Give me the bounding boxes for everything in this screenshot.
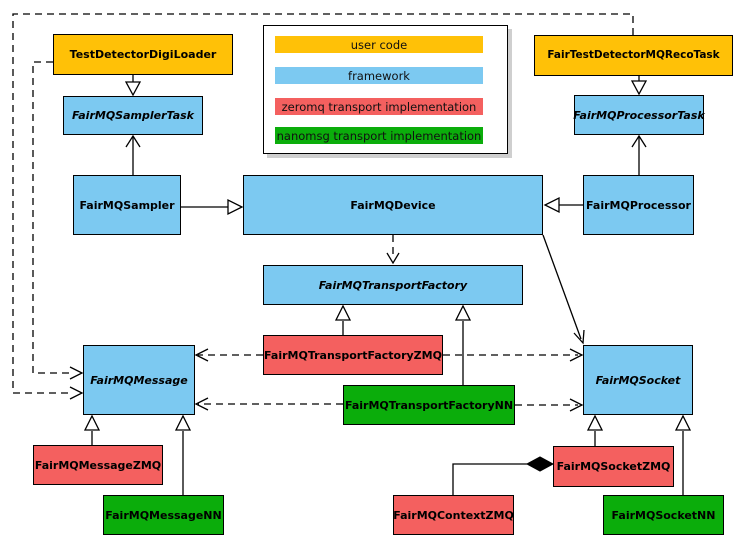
node-fair-test-detector-mq-reco-task: FairTestDetectorMQRecoTask: [534, 35, 733, 76]
triangle-down-icon: [124, 81, 142, 97]
node-fairmq-message-nn: FairMQMessageNN: [103, 495, 224, 535]
open-arrow-left-icon: [194, 348, 209, 362]
legend-item-user-code: user code: [275, 36, 483, 53]
triangle-down-icon: [630, 80, 648, 96]
composition-diamond-icon: [525, 456, 555, 472]
triangle-right-icon: [227, 198, 244, 216]
node-fairmq-transport-factory-zmq: FairMQTransportFactoryZMQ: [263, 335, 443, 375]
open-arrow-up-icon: [631, 134, 647, 148]
node-fairmq-socket: FairMQSocket: [583, 345, 693, 415]
node-fairmq-processor: FairMQProcessor: [583, 175, 694, 235]
open-arrow-right-icon: [569, 348, 584, 362]
legend-label: framework: [348, 68, 410, 83]
node-fairmq-transport-factory-nn: FairMQTransportFactoryNN: [343, 385, 515, 425]
legend-label: nanomsg transport implementation: [276, 128, 482, 143]
edge-recotask-message: [12, 13, 634, 394]
triangle-up-icon: [174, 414, 192, 431]
triangle-up-icon: [454, 304, 472, 321]
open-arrow-up-icon: [125, 134, 141, 148]
node-fairmq-socket-nn: FairMQSocketNN: [603, 495, 724, 535]
edge-device-socket: [542, 234, 582, 340]
node-fairmq-context-zmq: FairMQContextZMQ: [393, 495, 514, 535]
node-fairmq-message-zmq: FairMQMessageZMQ: [33, 445, 163, 485]
open-arrow-icon: [573, 329, 585, 345]
node-fairmq-message: FairMQMessage: [83, 345, 195, 415]
legend-item-nanomsg: nanomsg transport implementation: [275, 127, 483, 144]
open-arrow-left-icon: [194, 397, 209, 411]
legend-item-framework: framework: [275, 67, 483, 84]
node-fairmq-device: FairMQDevice: [243, 175, 543, 235]
node-fairmq-processor-task: FairMQProcessorTask: [573, 95, 705, 135]
legend-label: zeromq transport implementation: [281, 99, 477, 114]
legend-label: user code: [350, 37, 408, 52]
open-arrow-right-icon: [569, 398, 584, 412]
triangle-up-icon: [586, 414, 604, 431]
edge-digiloader-message: [32, 61, 70, 374]
open-arrow-right-icon: [69, 386, 84, 400]
edge-contextzmq-socketzmq: [452, 463, 527, 495]
triangle-up-icon: [674, 414, 692, 431]
node-fairmq-sampler: FairMQSampler: [73, 175, 181, 235]
node-fairmq-socket-zmq: FairMQSocketZMQ: [553, 446, 674, 487]
node-test-detector-digi-loader: TestDetectorDigiLoader: [53, 34, 233, 75]
node-fairmq-transport-factory: FairMQTransportFactory: [263, 265, 523, 305]
triangle-left-icon: [543, 196, 560, 214]
legend: user code framework zeromq transport imp…: [263, 25, 508, 154]
node-fairmq-sampler-task: FairMQSamplerTask: [63, 96, 203, 135]
triangle-up-icon: [83, 414, 101, 431]
open-arrow-right-icon: [69, 366, 84, 380]
open-arrow-down-icon: [386, 252, 400, 265]
triangle-up-icon: [334, 304, 352, 321]
legend-item-zeromq: zeromq transport implementation: [275, 98, 483, 115]
